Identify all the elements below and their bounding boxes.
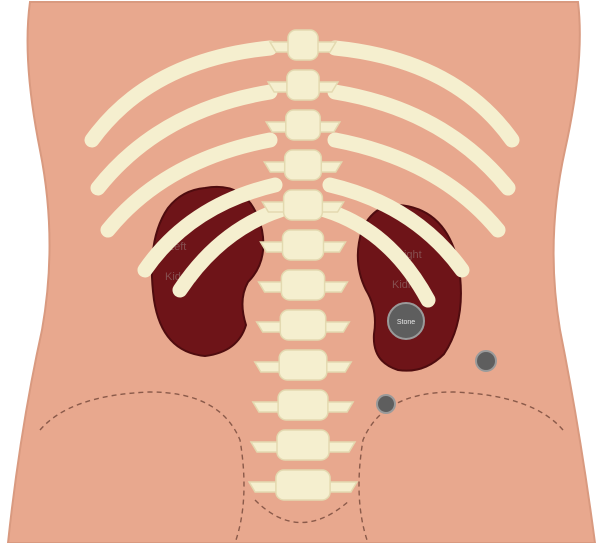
vertebra-body [288,30,318,60]
vertebra-body [283,230,324,260]
vertebra-body [287,70,319,100]
vertebra-body [280,310,325,340]
vertebra-body [281,270,324,300]
stone-marker-icon [377,395,395,413]
vertebra-body [277,430,329,460]
stone-marker-icon [476,351,496,371]
stone-marker-label: Stone [397,319,415,326]
vertebra-body [285,150,322,180]
vertebra-body [284,190,323,220]
vertebra-body [276,470,330,500]
vertebra-body [286,110,320,140]
vertebra-body [278,390,328,420]
vertebra-body [279,350,327,380]
stone-marker-large: Stone [388,303,424,339]
